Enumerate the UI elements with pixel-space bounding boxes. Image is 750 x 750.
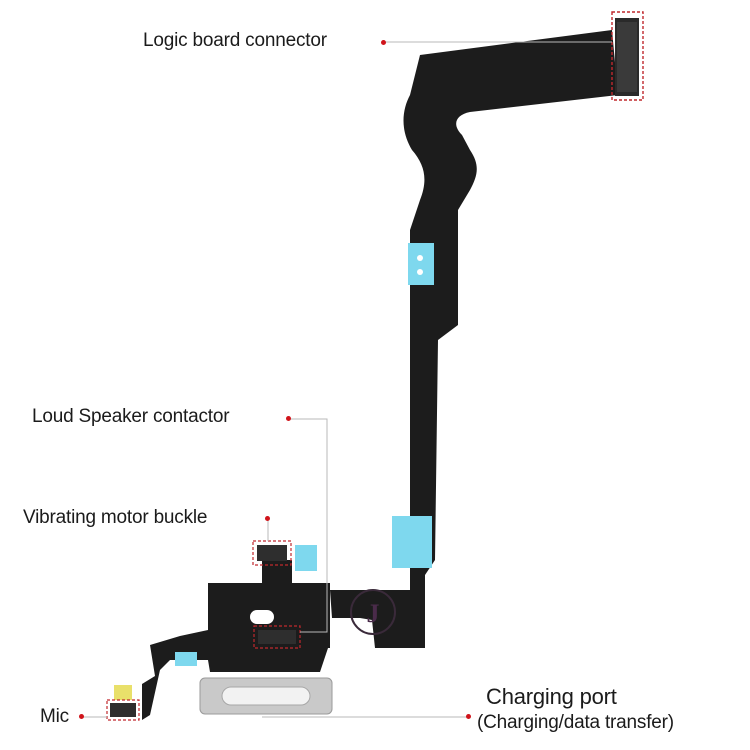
mic-marker [79, 714, 84, 719]
vibrating-motor-buckle-marker [265, 516, 270, 521]
vibrating-motor-buckle-part [252, 540, 292, 566]
flex-cable [142, 30, 618, 720]
watermark-logo: J [350, 589, 396, 635]
charging-port-part [199, 677, 333, 715]
loud-speaker-contactor-label: Loud Speaker contactor [32, 406, 230, 427]
logic-board-connector-marker [381, 40, 386, 45]
charging-port-marker [466, 714, 471, 719]
mic-label: Mic [40, 706, 69, 727]
watermark-letter: J [367, 599, 380, 628]
logic-board-connector-label: Logic board connector [143, 30, 327, 51]
mounting-holes [250, 255, 423, 624]
charging-port-detail-label: (Charging/data transfer) [477, 712, 674, 733]
logic-board-connector-part [611, 11, 644, 101]
mic-part [106, 685, 140, 721]
adhesive-tabs [175, 243, 434, 666]
loud-speaker-contactor-part [253, 625, 301, 649]
charging-port-label: Charging port [486, 684, 617, 709]
vibrating-motor-buckle-label: Vibrating motor buckle [23, 507, 208, 528]
loud-speaker-contactor-marker [286, 416, 291, 421]
leader-lines [82, 41, 612, 718]
